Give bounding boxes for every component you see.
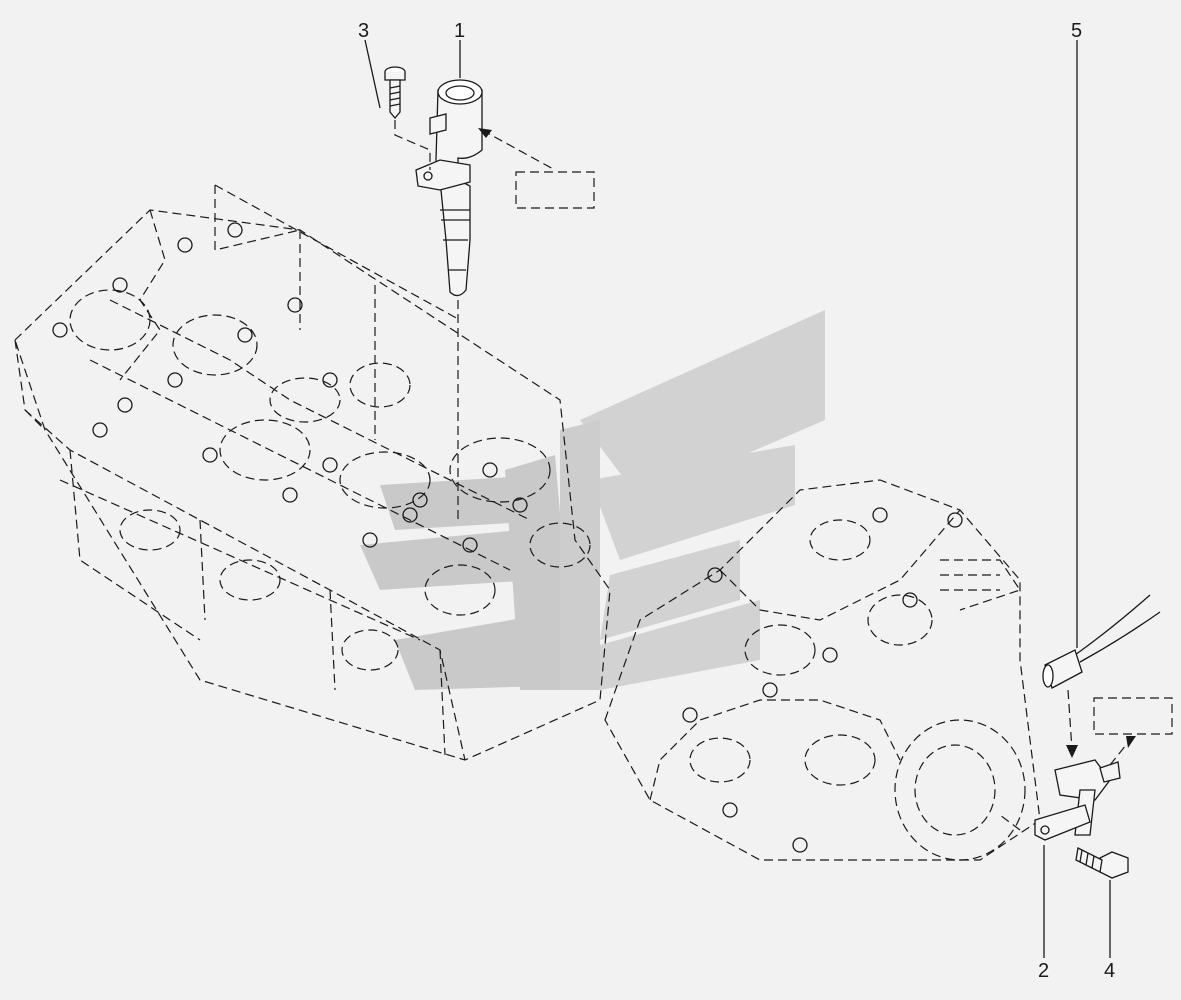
coil-screw-part[interactable] xyxy=(384,66,431,170)
sensor-bolt-part[interactable] xyxy=(1075,847,1129,879)
crankshaft-sensor-part[interactable] xyxy=(999,736,1136,841)
callout-3: 3 xyxy=(358,20,369,42)
callout-5: 5 xyxy=(1071,20,1082,42)
brand-watermark-icon xyxy=(360,310,825,690)
leader-lines xyxy=(364,39,1111,958)
ignition-coil-part[interactable] xyxy=(415,79,556,520)
cylinder-head-outline xyxy=(14,184,611,761)
callout-1: 1 xyxy=(454,20,465,42)
callout-2: 2 xyxy=(1038,960,1049,982)
reference-box-sensor xyxy=(1093,697,1173,735)
reference-box-coil xyxy=(515,171,595,209)
callout-4: 4 xyxy=(1104,960,1115,982)
sensor-harness-connector-part[interactable] xyxy=(1042,594,1161,758)
gearbox-outline xyxy=(604,479,1041,861)
